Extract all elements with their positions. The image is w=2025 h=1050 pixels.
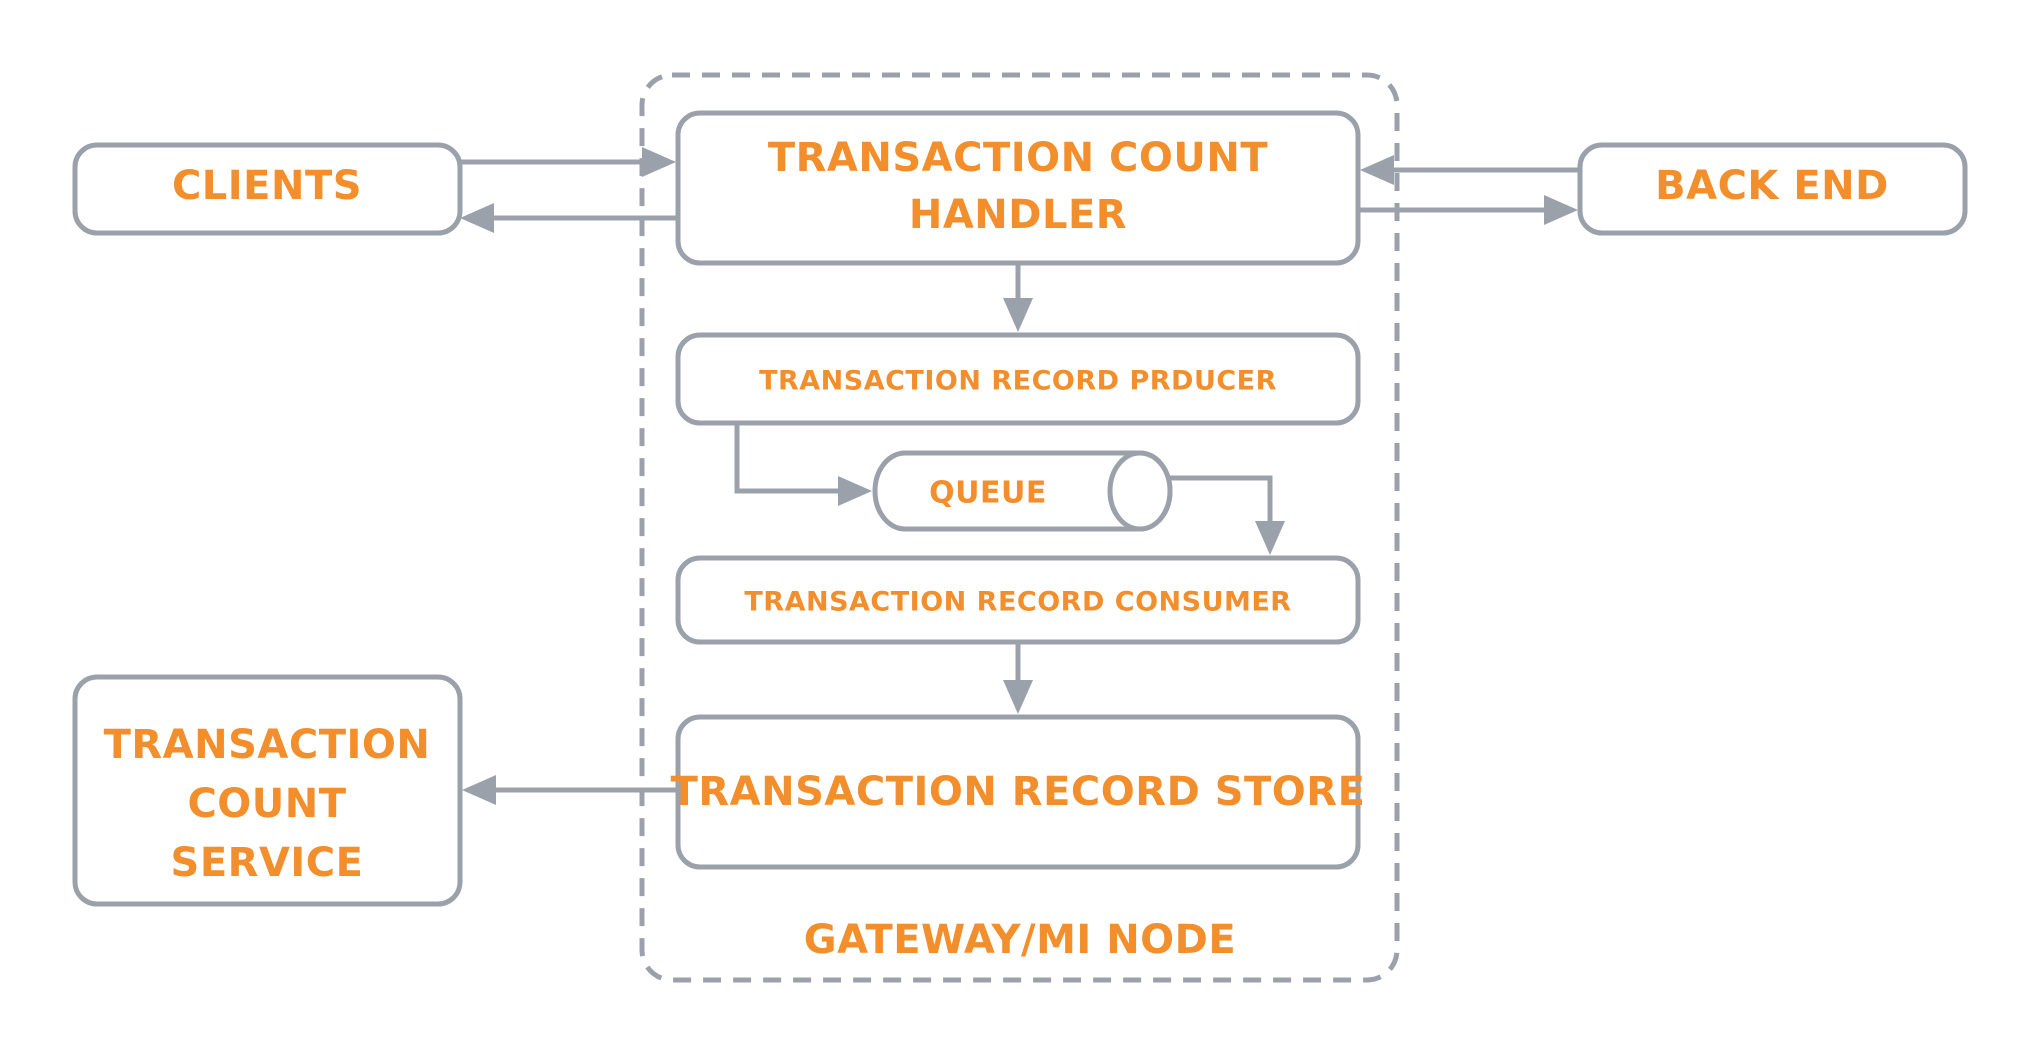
edge-queue-to-consumer	[1170, 475, 1285, 555]
back-end-label: BACK END	[1655, 163, 1889, 209]
back-end-node	[1577, 142, 1968, 236]
service-label-line3: SERVICE	[171, 840, 364, 886]
edge-handler-to-producer	[1003, 263, 1033, 332]
handler-label-line1: TRANSACTION COUNT	[768, 135, 1269, 181]
producer-node	[675, 332, 1361, 426]
consumer-label: TRANSACTION RECORD CONSUMER	[744, 587, 1291, 618]
edge-handler-to-back-end	[1358, 195, 1578, 225]
edge-clients-to-handler	[460, 147, 676, 177]
gateway-label: GATEWAY/MI NODE	[804, 917, 1236, 963]
edge-producer-to-queue	[734, 423, 872, 506]
producer-label: TRANSACTION RECORD PRDUCER	[759, 366, 1277, 397]
service-node	[72, 674, 463, 907]
edge-consumer-to-store	[1003, 642, 1033, 714]
queue-node	[872, 450, 1173, 532]
service-label-line2: COUNT	[187, 781, 346, 827]
queue-label: QUEUE	[929, 476, 1047, 511]
edge-handler-to-clients	[460, 203, 678, 233]
handler-label-line2: HANDLER	[909, 192, 1127, 238]
service-label-line1: TRANSACTION	[104, 722, 431, 768]
edge-back-end-to-handler	[1360, 155, 1580, 185]
clients-label: CLIENTS	[172, 163, 362, 209]
store-label: TRANSACTION RECORD STORE	[671, 769, 1366, 815]
gateway-container	[639, 72, 1400, 983]
edge-store-to-service	[462, 775, 678, 805]
clients-node	[72, 142, 463, 236]
